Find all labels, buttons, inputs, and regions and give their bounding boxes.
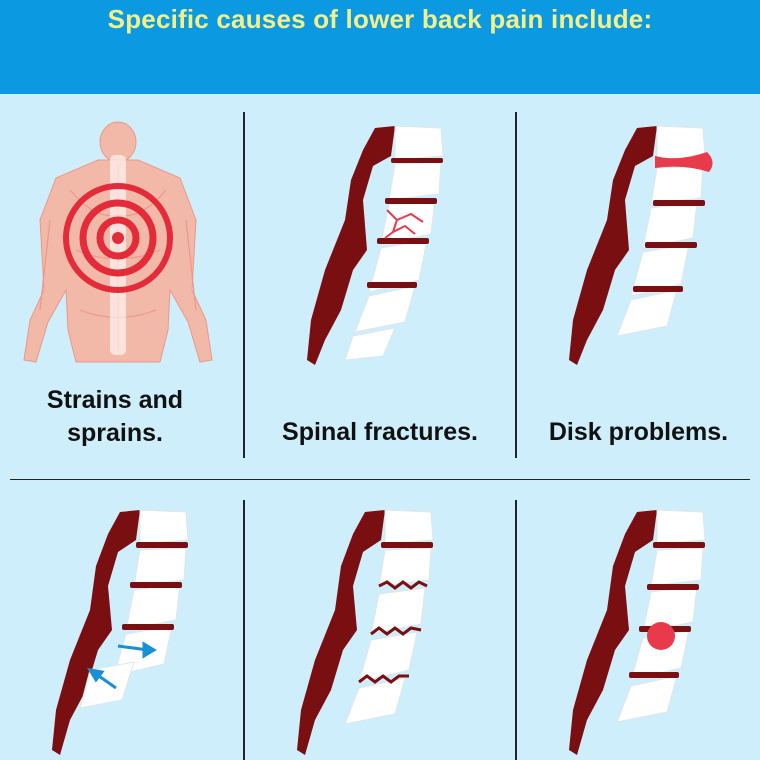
spine-disk-icon — [569, 125, 713, 365]
slip-arrow-icon — [87, 641, 157, 690]
cause-strains: Strains and sprains. — [10, 110, 240, 460]
divider-horizontal — [10, 479, 750, 480]
spine-slip-arrows-icon — [52, 509, 189, 755]
page-title: Specific causes of lower back pain inclu… — [107, 4, 653, 34]
spine-fracture-icon — [307, 125, 444, 365]
pain-target-icon — [63, 183, 173, 293]
divider-bottom-right — [515, 500, 517, 760]
spine-degeneration-icon — [297, 509, 434, 755]
divider-top-left — [243, 112, 245, 458]
worn-disk-icon — [358, 580, 428, 684]
cause-tumor — [517, 500, 760, 760]
cause-label-strains: Strains and sprains. — [46, 386, 184, 447]
tumor-mass-icon — [647, 622, 675, 650]
cause-label-fractures: Spinal fractures. — [282, 418, 478, 446]
muscle-back-target-icon — [23, 121, 213, 363]
cause-slip — [10, 500, 242, 760]
cause-label-disk: Disk problems. — [548, 418, 729, 446]
spine-dark-outline-icon — [307, 126, 395, 365]
fracture-cracks-icon — [384, 209, 424, 239]
cause-fractures: Spinal fractures. — [245, 110, 515, 460]
divider-top-right — [515, 112, 517, 458]
cause-disk: Disk problems. — [517, 110, 760, 460]
spine-tumor-icon — [569, 509, 706, 755]
header-banner — [0, 0, 760, 94]
divider-bottom-left — [243, 500, 245, 760]
cause-degeneration — [245, 500, 515, 760]
herniated-disk-icon — [655, 152, 713, 172]
